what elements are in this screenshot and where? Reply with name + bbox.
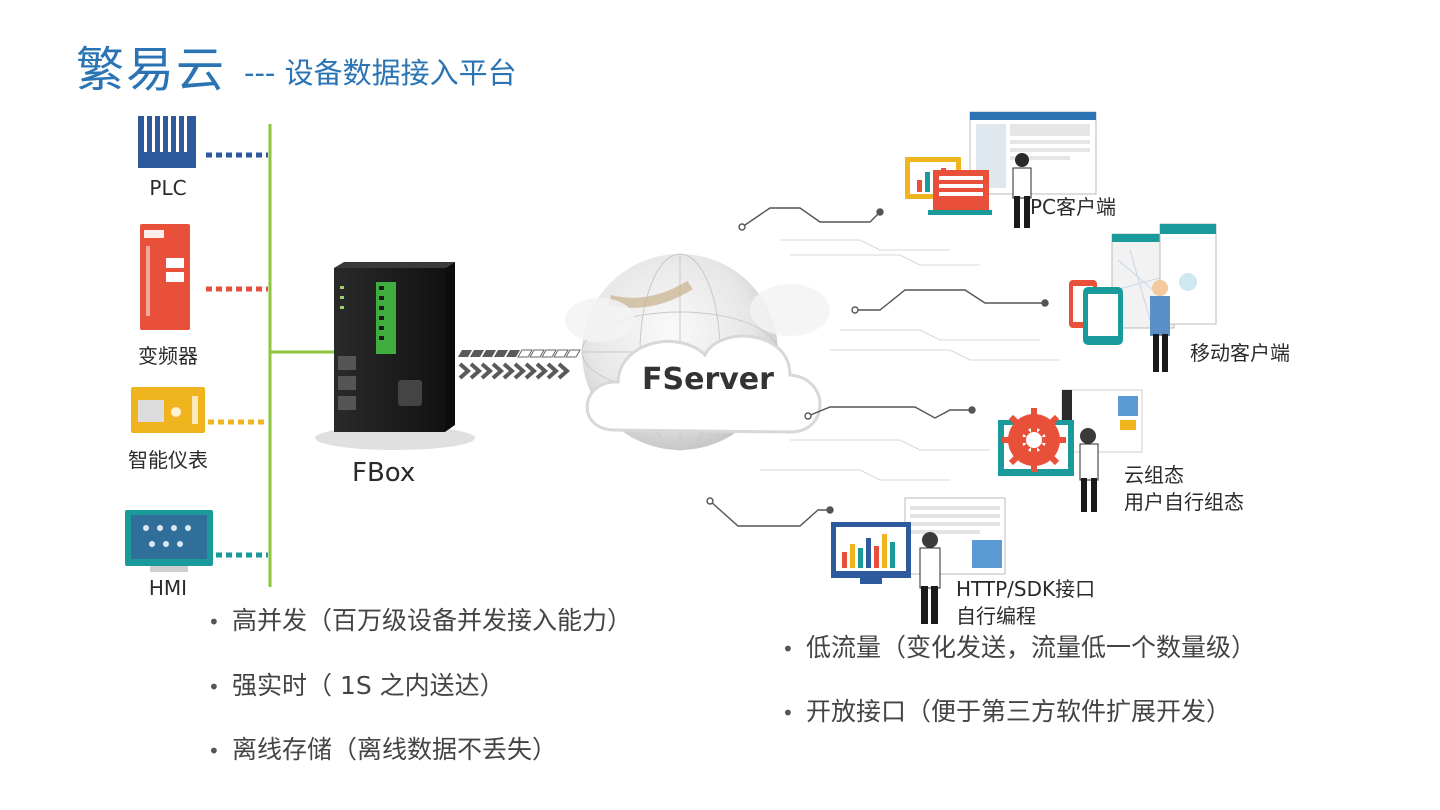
hmi-icon: [125, 510, 268, 572]
device-label-plc: PLC: [149, 176, 187, 200]
client-label-cloud-config: 云组态 用户自行组态: [1124, 463, 1244, 514]
inverter-icon: [140, 224, 268, 330]
connection-lines: [706, 207, 1049, 527]
fbox-device: [315, 262, 475, 450]
page-subtitle: --- 设备数据接入平台: [244, 56, 517, 90]
plc-icon: [138, 116, 268, 168]
pc-client-icon: [905, 111, 1097, 228]
mobile-client-icon: [1069, 223, 1217, 372]
feature-item: •开放接口（便于第三方软件扩展开发）: [782, 697, 1232, 726]
background-circuit-lines: [760, 239, 1060, 481]
feature-item: •低流量（变化发送，流量低一个数量级）: [782, 633, 1257, 662]
client-label-pc: PC客户端: [1030, 195, 1117, 219]
feature-item: •离线存储（离线数据不丢失）: [208, 735, 558, 764]
fserver-cloud: [565, 253, 830, 451]
cloud-config-icon: [998, 389, 1143, 512]
client-label-http-sdk: HTTP/SDK接口 自行编程: [956, 577, 1096, 628]
page-title: 繁易云: [76, 42, 227, 98]
http-sdk-icon: [831, 497, 1006, 624]
client-label-mobile: 移动客户端: [1190, 341, 1290, 365]
feature-item: •高并发（百万级设备并发接入能力）: [208, 606, 633, 635]
fserver-label: FServer: [642, 362, 774, 397]
device-label-meter: 智能仪表: [128, 448, 208, 472]
fbox-label: FBox: [352, 458, 416, 488]
device-label-hmi: HMI: [148, 576, 188, 600]
device-label-inverter: 变频器: [138, 344, 198, 368]
meter-icon: [131, 387, 268, 433]
data-flow-arrow: [458, 349, 581, 380]
feature-item: •强实时（ 1S 之内送达）: [208, 671, 505, 700]
